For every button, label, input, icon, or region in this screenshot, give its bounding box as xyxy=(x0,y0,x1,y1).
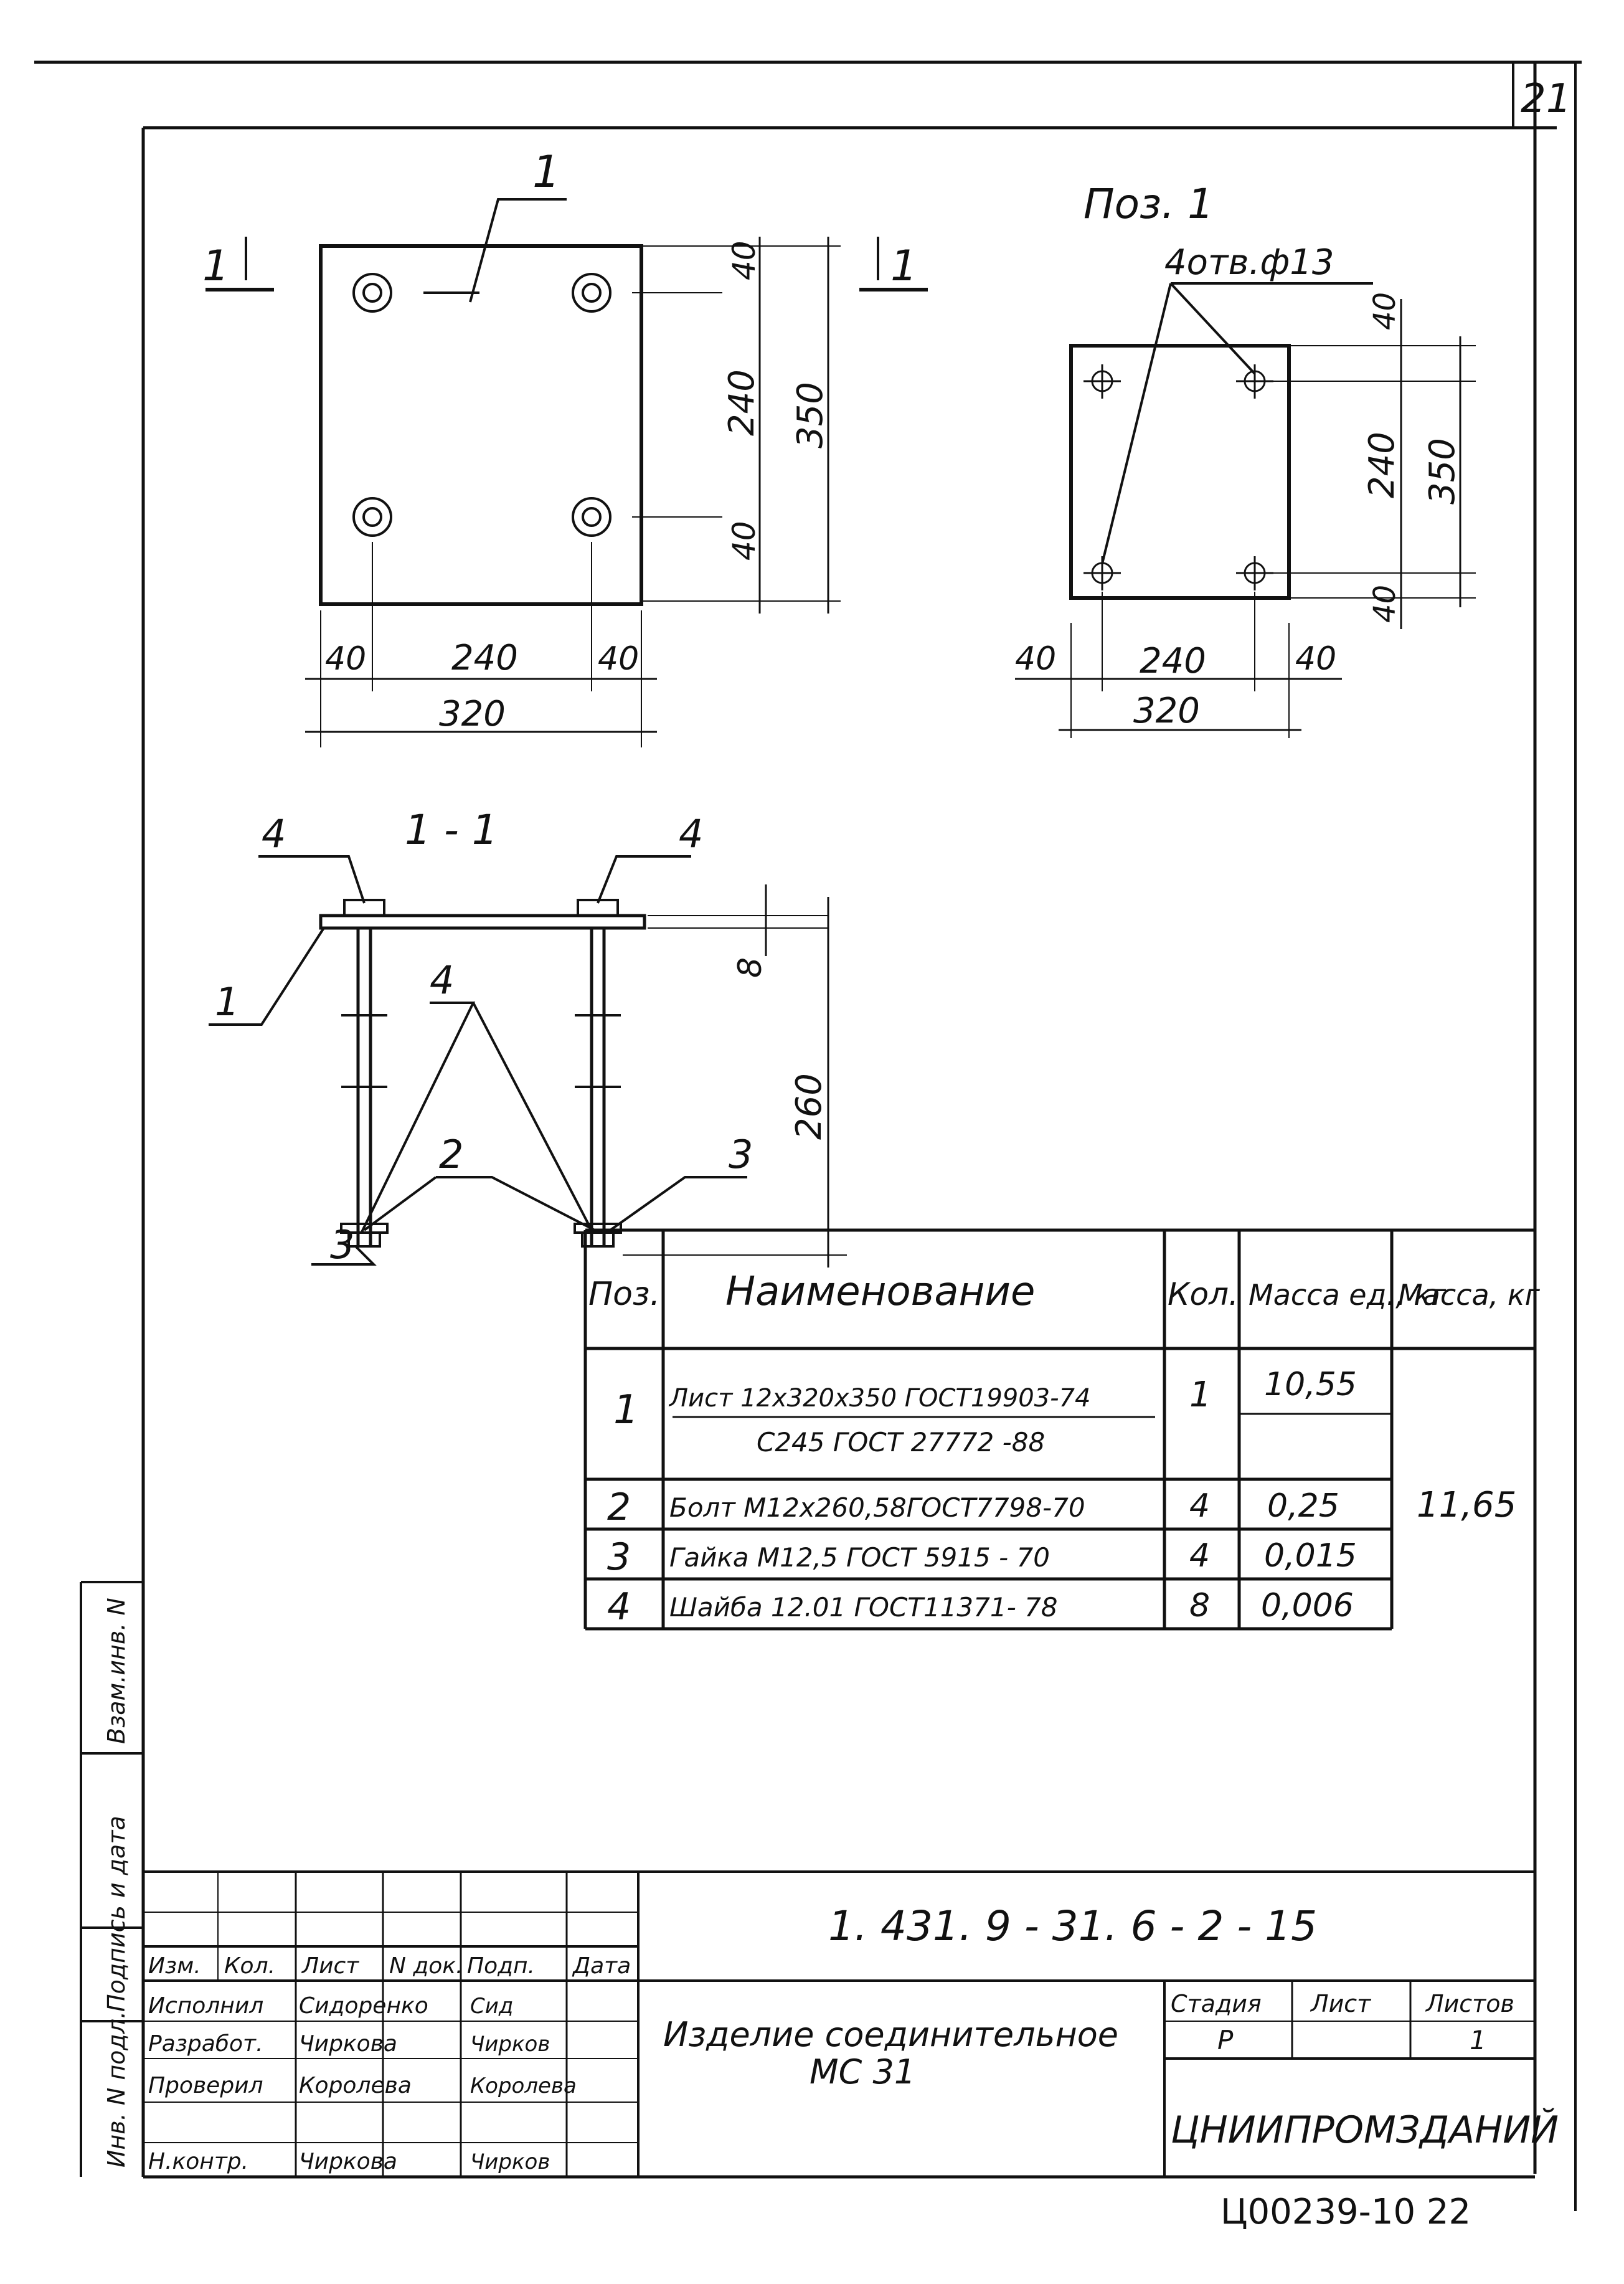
col-header-sign: Подп. xyxy=(467,1953,535,1979)
row2-pos: 2 xyxy=(607,1486,631,1529)
dim-total-x: 320 xyxy=(439,694,506,734)
role-developed: Разработ. xyxy=(148,2031,263,2057)
callout-4-left: 4 xyxy=(262,811,286,856)
row3-unit-mass: 0,015 xyxy=(1264,1537,1357,1575)
section-dim-thickness: 8 xyxy=(732,957,769,978)
role-norm-control: Н.контр. xyxy=(148,2149,248,2174)
sign-developed: Чирков xyxy=(470,2032,550,2057)
callout-3-right: 3 xyxy=(729,1132,753,1177)
dim-edge-x-left: 40 xyxy=(325,640,366,678)
detail-dim-mid-y: 240 xyxy=(1362,432,1402,498)
sign-checked: Королева xyxy=(470,2073,577,2098)
callout-2: 2 xyxy=(439,1132,463,1177)
header-name: Наименование xyxy=(725,1269,1035,1315)
row3-pos: 3 xyxy=(607,1535,631,1579)
row1-name: Лист 12х320х350 ГОСТ19903-74 xyxy=(668,1384,1090,1413)
side-stamp: Инв. N подл. Подпись и дата Взам.инв. N xyxy=(80,1581,143,2177)
detail-view: Поз. 1 4отв.ф13 40 240 40 320 40 240 40 … xyxy=(1015,180,1476,738)
detail-dim-edge-y-top: 40 xyxy=(1367,292,1402,330)
dim-mid-y: 240 xyxy=(722,369,762,436)
row3-name: Гайка М12,5 ГОСТ 5915 - 70 xyxy=(669,1542,1050,1573)
detail-title: Поз. 1 xyxy=(1083,180,1214,228)
sheets-label: Листов xyxy=(1425,1990,1514,2017)
callout-4-right: 4 xyxy=(679,811,703,856)
detail-dim-edge-x-right: 40 xyxy=(1295,640,1336,678)
row2-unit-mass: 0,25 xyxy=(1267,1487,1339,1525)
sheet-label: Лист xyxy=(1310,1990,1372,2017)
position-label-1: 1 xyxy=(532,146,560,197)
col-header-sheet: Лист xyxy=(301,1953,359,1979)
holes-note: 4отв.ф13 xyxy=(1164,242,1334,283)
row4-name: Шайба 12.01 ГОСТ11371- 78 xyxy=(669,1592,1058,1623)
row4-qty: 8 xyxy=(1189,1587,1210,1624)
row1-qty: 1 xyxy=(1189,1375,1212,1415)
name-checked: Королева xyxy=(299,2073,412,2098)
sign-norm-control: Чирков xyxy=(470,2149,550,2174)
dim-edge-y-top: 40 xyxy=(726,240,762,280)
sheets-value: 1 xyxy=(1470,2025,1486,2055)
row4-pos: 4 xyxy=(607,1585,631,1629)
row4-unit-mass: 0,006 xyxy=(1261,1587,1354,1624)
header-qty: Кол. xyxy=(1168,1276,1239,1312)
item-title-line1: Изделие соединительное xyxy=(663,2015,1118,2054)
detail-dim-total-x: 320 xyxy=(1133,691,1200,731)
detail-dim-total-y: 350 xyxy=(1422,438,1463,505)
item-title-line2: МС 31 xyxy=(810,2052,915,2092)
col-header-date: Дата xyxy=(572,1953,631,1979)
detail-dim-mid-x: 240 xyxy=(1140,641,1206,681)
frame xyxy=(34,60,1582,2211)
row1-unit-mass: 10,55 xyxy=(1264,1366,1357,1403)
plan-view: 1 1 1 40 240 40 320 40 240 40 350 xyxy=(202,146,928,747)
sheet-number: 21 xyxy=(1521,76,1571,122)
stamp-replacement: Взам.инв. N xyxy=(103,1598,130,1744)
sign-performed: Сид xyxy=(470,1994,513,2019)
title-block: 1. 431. 9 - 31. 6 - 2 - 15 Изм. Кол. Лис… xyxy=(143,1870,1559,2177)
row1-name2: С245 ГОСТ 27772 -88 xyxy=(757,1427,1045,1457)
callout-4-mid: 4 xyxy=(430,957,454,1003)
header-unit-mass: Масса ед., кг xyxy=(1249,1278,1447,1312)
doc-code: 1. 431. 9 - 31. 6 - 2 - 15 xyxy=(828,1902,1317,1950)
total-mass: 11,65 xyxy=(1417,1485,1516,1525)
stage-label: Стадия xyxy=(1171,1990,1262,2017)
callout-3-bottom: 3 xyxy=(330,1222,354,1268)
stage-value: Р xyxy=(1217,2025,1234,2055)
col-header-qty: Кол. xyxy=(224,1953,275,1979)
section-mark-right: 1 xyxy=(890,242,917,291)
section-mark-left: 1 xyxy=(202,242,229,291)
dim-edge-y-bottom: 40 xyxy=(726,521,762,561)
header-total-mass: Масса, кг xyxy=(1398,1278,1541,1312)
role-checked: Проверил xyxy=(148,2073,263,2098)
header-pos: Поз. xyxy=(588,1276,660,1313)
dim-edge-x-right: 40 xyxy=(598,640,639,678)
stamp-signature-date: Подпись и дата xyxy=(103,1816,130,2012)
archive-number: Ц00239-10 22 xyxy=(1220,2192,1471,2232)
dim-total-y: 350 xyxy=(790,382,831,448)
name-performed: Сидоренко xyxy=(299,1993,428,2019)
detail-dim-edge-y-bottom: 40 xyxy=(1367,585,1402,623)
detail-dim-edge-x-left: 40 xyxy=(1015,640,1056,678)
name-developed: Чиркова xyxy=(299,2031,397,2057)
row3-qty: 4 xyxy=(1189,1537,1210,1575)
section-dim-height: 260 xyxy=(789,1073,829,1140)
role-performed: Исполнил xyxy=(148,1993,263,2019)
section-view: 1 - 1 4 4 4 1 2 3 3 8 260 xyxy=(209,806,847,1268)
spec-table: Поз. Наименование Кол. Масса ед., кг Мас… xyxy=(583,1228,1541,1631)
row2-name: Болт М12х260,58ГОСТ7798-70 xyxy=(669,1492,1085,1523)
col-header-change: Изм. xyxy=(148,1953,201,1979)
section-title: 1 - 1 xyxy=(405,806,498,854)
name-norm-control: Чиркова xyxy=(299,2149,397,2174)
col-header-doc: N док. xyxy=(389,1953,463,1979)
row2-qty: 4 xyxy=(1189,1487,1210,1525)
callout-1: 1 xyxy=(215,979,239,1025)
organization: ЦНИИПРОМЗДАНИЙ xyxy=(1171,2108,1559,2152)
dim-mid-x: 240 xyxy=(451,638,518,678)
stamp-inventory: Инв. N подл. xyxy=(103,2011,130,2168)
row1-pos: 1 xyxy=(613,1387,639,1433)
